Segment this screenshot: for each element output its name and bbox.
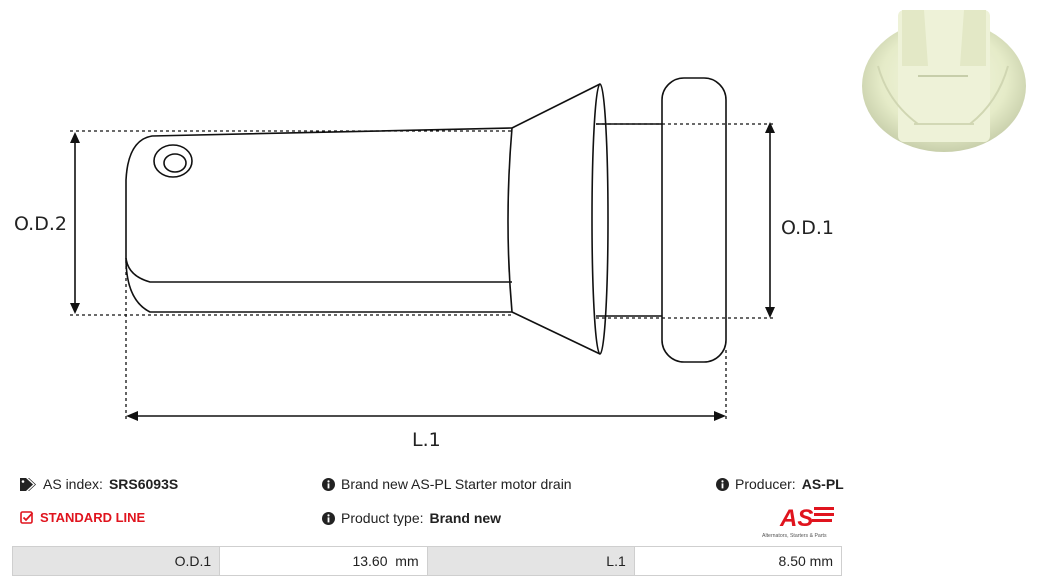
- l1-arrow-right: [714, 411, 726, 421]
- spec-table: O.D.1 13.60 mm L.1 8.50 mm: [11, 546, 843, 576]
- spec-value-od1-unit: mm: [395, 553, 419, 569]
- tags-icon: [20, 477, 37, 491]
- product-type-row: Product type: Brand new: [322, 510, 501, 526]
- l1-label: L.1: [412, 429, 441, 451]
- as-index-value: SRS6093S: [108, 476, 179, 492]
- drain-hole-inner: [163, 153, 187, 173]
- od1-arrow-bottom: [765, 307, 775, 318]
- product-type-label: Product type:: [341, 510, 424, 526]
- od1-arrow-top: [765, 122, 775, 133]
- drain-cone-rim: [591, 83, 609, 355]
- description-text: Brand new AS-PL Starter motor drain: [341, 476, 572, 492]
- check-square-icon: [20, 511, 34, 524]
- spec-value-od1: 13.60 mm: [219, 546, 428, 576]
- od2-label: O.D.2: [14, 213, 67, 235]
- l1-arrow-left: [126, 411, 138, 421]
- standard-line-label: STANDARD LINE: [40, 510, 146, 525]
- line-row: STANDARD LINE: [20, 510, 145, 525]
- product-photo: [862, 10, 1026, 152]
- drain-end-cap: [661, 77, 727, 363]
- od2-arrow-top: [70, 132, 80, 143]
- table-row: O.D.1 13.60 mm L.1 8.50 mm: [11, 546, 843, 576]
- spec-value-od1-number: 13.60: [352, 553, 388, 569]
- od2-arrow-bottom: [70, 303, 80, 314]
- drain-neck: [596, 123, 662, 317]
- as-pl-logo: AS Alternators, Starters & Parts: [762, 505, 834, 539]
- logo-text: AS: [779, 505, 813, 532]
- producer-value: AS-PL: [801, 476, 844, 492]
- as-index-label: AS index:: [43, 476, 103, 492]
- info-icon: [322, 477, 335, 491]
- product-type-value: Brand new: [429, 510, 502, 526]
- producer-label: Producer:: [735, 476, 796, 492]
- logo-tagline: Alternators, Starters & Parts: [762, 533, 827, 539]
- od1-label: O.D.1: [781, 217, 834, 239]
- spec-value-l1: 8.50 mm: [633, 546, 843, 576]
- description-row: Brand new AS-PL Starter motor drain: [322, 476, 572, 492]
- info-icon: [716, 477, 729, 491]
- producer-row: Producer: AS-PL: [716, 476, 844, 492]
- drain-cone: [507, 83, 601, 355]
- spec-label-l1: L.1: [426, 546, 635, 576]
- drain-hole-outer: [153, 144, 193, 178]
- info-icon: [322, 511, 335, 525]
- as-index-row: AS index: SRS6093S: [20, 476, 178, 492]
- spec-label-od1: O.D.1: [11, 546, 221, 576]
- drain-body-outline: [125, 127, 513, 283]
- technical-drawing: O.D.2 O.D.1 L.1: [14, 77, 834, 451]
- drain-body-bottom-edge: [125, 257, 512, 313]
